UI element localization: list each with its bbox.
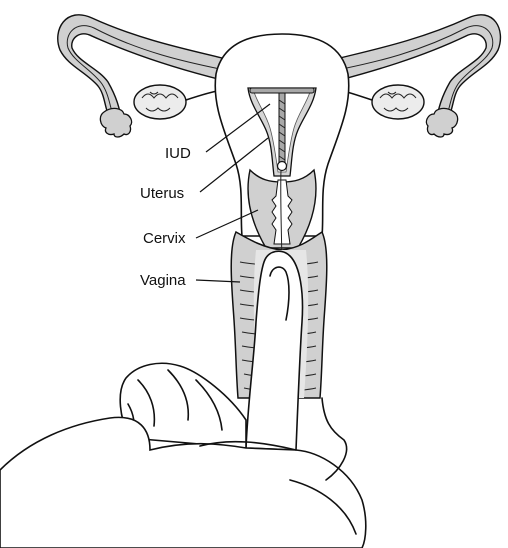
- right-ovary-body: [372, 85, 424, 119]
- left-fimbriae: [100, 108, 131, 137]
- right-ovary: [340, 85, 424, 119]
- left-ovary-body: [134, 85, 186, 119]
- iud-crossbar: [250, 88, 314, 93]
- right-fimbriae: [426, 108, 457, 137]
- label-cervix: Cervix: [143, 230, 186, 247]
- iud-bulb: [278, 162, 287, 171]
- label-uterus: Uterus: [140, 185, 184, 202]
- left-fallopian-tube: [58, 15, 222, 137]
- right-fallopian-tube: [340, 15, 500, 137]
- label-vagina: Vagina: [140, 272, 186, 289]
- left-ovary: [134, 85, 222, 119]
- label-iud: IUD: [165, 145, 191, 162]
